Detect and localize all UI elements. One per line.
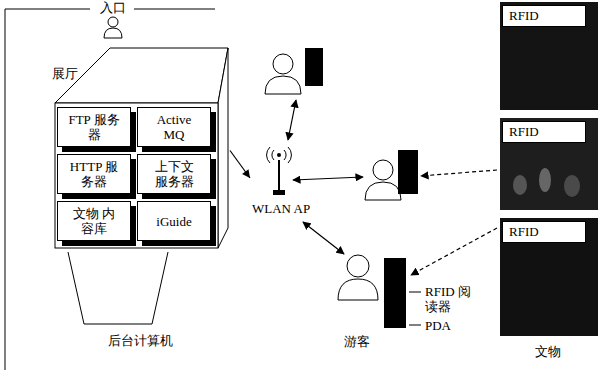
rfid-read-link — [421, 170, 497, 176]
antenna-tip — [277, 153, 281, 157]
person-body — [104, 28, 122, 38]
visitor-label: 游客 — [344, 334, 370, 349]
leader-line — [409, 325, 421, 326]
server-module: iGuide — [137, 201, 211, 241]
artifact-detail — [539, 168, 551, 192]
visitor-head — [347, 255, 369, 277]
wireless-link — [303, 222, 344, 254]
server-group-text: 后台计算机 — [108, 333, 173, 348]
wireless-link — [288, 100, 296, 140]
pda — [398, 150, 418, 194]
rfid-tag: RFID — [502, 5, 586, 27]
server-module-text: FTP 服务器 — [68, 112, 120, 142]
visitor-body — [265, 76, 301, 94]
visitor-body — [338, 279, 378, 300]
visitor-body — [365, 182, 401, 200]
artifact-detail — [513, 175, 527, 195]
rfid-read-link — [411, 228, 497, 275]
wlan-ap-text: WLAN AP — [252, 201, 310, 216]
server-module: HTTP 服务器 — [57, 154, 131, 194]
server-module-text: iGuide — [156, 214, 191, 229]
person-head — [108, 17, 118, 27]
pda — [384, 258, 406, 328]
rfid-tag: RFID — [502, 221, 586, 243]
reader-label: RFID 阅读器 — [425, 284, 471, 314]
visitor-head — [373, 160, 393, 180]
server-module: 上下文 服务器 — [137, 154, 211, 194]
leader-line — [409, 292, 421, 293]
server-module: FTP 服务器 — [57, 107, 131, 147]
connector — [230, 151, 250, 179]
pda-label: PDA — [425, 318, 451, 333]
hall-label: 展厅 — [52, 66, 78, 81]
server-group: 后台计算机 FTP 服务器 Active MQ HTTP 服务器上下文 服务器文物 内… — [50, 42, 230, 352]
server-module-text: Active MQ — [148, 112, 200, 142]
artifact-image — [500, 118, 598, 210]
antenna-pole — [278, 160, 280, 192]
rfid-tag-text: RFID — [509, 8, 539, 23]
artifact-image — [500, 218, 598, 336]
bracket — [68, 252, 168, 324]
server-module-text: 上下文 服务器 — [148, 159, 200, 189]
block-front-face — [55, 103, 218, 248]
artifact-detail — [564, 175, 580, 197]
wlan-ap: WLAN AP — [250, 140, 312, 216]
radio-waves — [267, 147, 292, 163]
artifact-label: 文物 — [535, 344, 561, 359]
entrance-label: 入口 — [100, 0, 126, 15]
block-side-face — [218, 48, 228, 248]
server-module-text: 文物 内容库 — [68, 206, 120, 236]
server-module: 文物 内容库 — [57, 201, 131, 241]
wireless-link — [293, 177, 363, 180]
artifact-image — [500, 2, 598, 110]
rfid-tag-text: RFID — [509, 124, 539, 139]
rfid-tag: RFID — [502, 121, 586, 143]
pda — [305, 48, 323, 86]
arrowhead — [242, 169, 250, 178]
visitor-head — [273, 54, 293, 74]
block-top-face — [55, 48, 228, 103]
antenna-base — [273, 190, 285, 195]
server-module-text: HTTP 服务器 — [68, 159, 120, 189]
server-module: Active MQ — [137, 107, 211, 147]
rfid-tag-text: RFID — [509, 224, 539, 239]
